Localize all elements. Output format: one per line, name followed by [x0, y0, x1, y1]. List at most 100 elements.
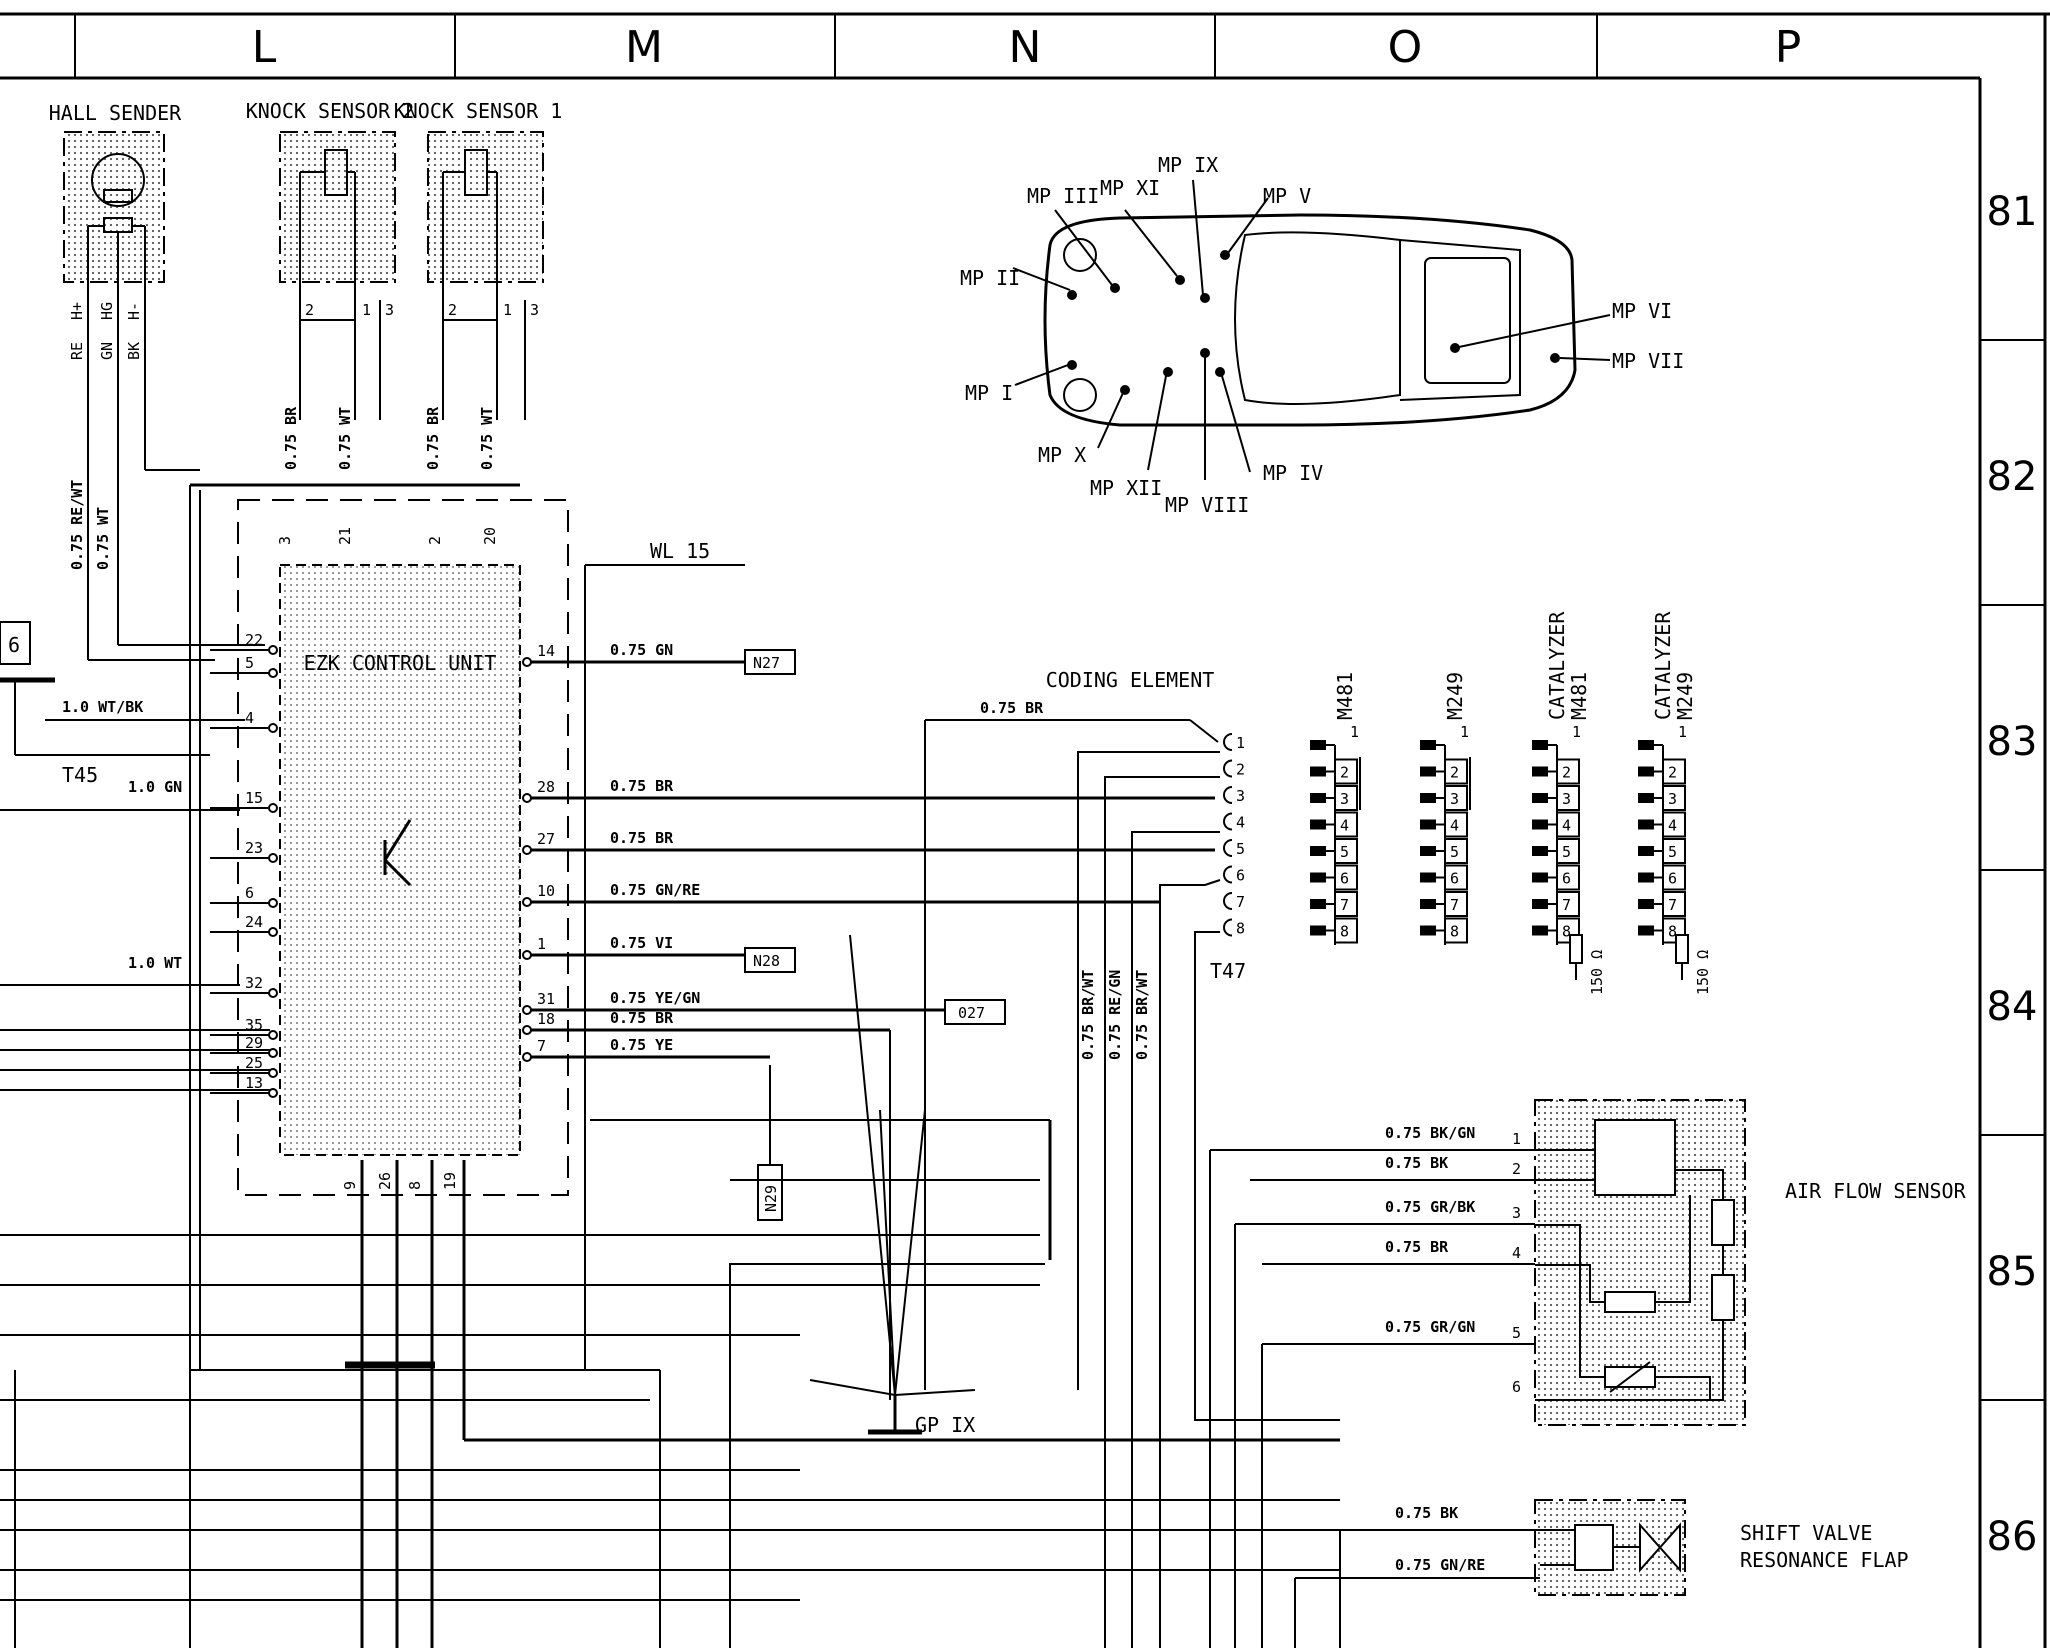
- knock-sensor-2-label: KNOCK SENSOR 2: [246, 99, 415, 123]
- coding-element: CODING ELEMENT 0.75 BR T47 0.75 BR/WT 0.…: [924, 668, 1340, 1648]
- svg-text:1: 1: [1512, 1130, 1521, 1148]
- svg-text:2: 2: [448, 301, 457, 319]
- mp-7-label: MP VII: [1612, 349, 1684, 373]
- svg-text:6: 6: [1450, 870, 1459, 888]
- coding-plug-sublabel: M249: [1673, 672, 1697, 720]
- connector-n27: N27: [744, 649, 796, 675]
- connector-n29: N29: [757, 1065, 783, 1221]
- ecu-right-pin: 31: [537, 990, 555, 1008]
- ecu-right-pin: 14: [537, 642, 555, 660]
- mp-8-label: MP VIII: [1165, 493, 1249, 517]
- svg-text:4: 4: [1450, 817, 1459, 835]
- svg-text:N27: N27: [753, 654, 780, 672]
- svg-text:4: 4: [1668, 817, 1677, 835]
- ecu-right-wire-label: 0.75 VI: [610, 934, 673, 952]
- svg-text:N29: N29: [762, 1185, 780, 1212]
- car-measuring-points: MP II MP I MP III MP XI MP IX MP V MP IV…: [960, 153, 1684, 517]
- column-label-l: L: [252, 22, 277, 73]
- svg-text:3: 3: [1668, 790, 1677, 808]
- svg-text:1: 1: [362, 301, 371, 319]
- ecu-left-pin: 5: [245, 654, 254, 672]
- hall-sender: HALL SENDER H+ HG H- RE GN BK 0.75 RE/WT…: [49, 101, 265, 661]
- air-flow-sensor-label: AIR FLOW SENSOR: [1785, 1179, 1967, 1203]
- ecu-top-pins: 3 21 2 20: [276, 527, 499, 545]
- ecu-right-pin: 1: [537, 935, 546, 953]
- svg-text:3: 3: [1562, 790, 1571, 808]
- ecu-right-wire-label: 0.75 YE/GN: [610, 989, 700, 1007]
- ecu-left-pin: 6: [245, 884, 254, 902]
- ezk-control-unit: EZK CONTROL UNIT: [189, 483, 569, 1370]
- ecu-left-pin: 32: [245, 974, 263, 992]
- ecu-right-pin: 28: [537, 778, 555, 796]
- svg-text:H-: H-: [125, 302, 143, 320]
- svg-text:4: 4: [1236, 814, 1245, 832]
- hall-sender-label: HALL SENDER: [49, 101, 182, 125]
- wl15-line: WL 15: [584, 539, 1052, 1370]
- mp-1-label: MP I: [965, 381, 1013, 405]
- svg-text:6: 6: [1668, 870, 1677, 888]
- air-flow-wire-label: 0.75 BK: [1385, 1154, 1448, 1172]
- svg-text:3: 3: [1512, 1204, 1521, 1222]
- mp-9-label: MP IX: [1158, 153, 1218, 177]
- svg-text:19: 19: [441, 1172, 459, 1190]
- svg-text:2: 2: [305, 301, 314, 319]
- connector-t45: T45: [62, 763, 98, 787]
- svg-text:1: 1: [1350, 723, 1359, 741]
- wire-1-0-wt: 1.0 WT: [128, 954, 182, 972]
- knock-sensor-2: KNOCK SENSOR 2 2 1 3 0.75 BR 0.75 WT: [246, 99, 415, 470]
- svg-text:21: 21: [336, 527, 354, 545]
- air-flow-wire-label: 0.75 GR/BK: [1385, 1198, 1475, 1216]
- svg-text:0.75 BR/WT: 0.75 BR/WT: [1079, 970, 1097, 1060]
- svg-text:5: 5: [1450, 843, 1459, 861]
- shift-wire-bk: 0.75 BK: [1395, 1504, 1458, 1522]
- coding-plug-label: M481: [1333, 672, 1357, 720]
- svg-text:3: 3: [1236, 787, 1245, 805]
- row-label-81: 81: [1987, 189, 2038, 235]
- wire-1-0-gn: 1.0 GN: [128, 778, 182, 796]
- svg-text:3: 3: [530, 301, 539, 319]
- svg-text:2: 2: [1450, 764, 1459, 782]
- svg-text:2: 2: [1562, 764, 1571, 782]
- svg-text:8: 8: [406, 1181, 424, 1190]
- ground-point-gp-ix: GP IX: [809, 934, 975, 1437]
- svg-text:HG: HG: [98, 302, 116, 320]
- ecu-left-pin: 24: [245, 913, 263, 931]
- ecu-right-wire-label: 0.75 BR: [610, 777, 674, 795]
- ecu-right-pin: 18: [537, 1010, 555, 1028]
- svg-text:1: 1: [1678, 723, 1687, 741]
- shift-valve-resonance-flap: SHIFT VALVE RESONANCE FLAP 0.75 BK 0.75 …: [1294, 1499, 1909, 1648]
- ecu-left-pin: 25: [245, 1054, 263, 1072]
- hall-wire-wt: 0.75 WT: [94, 507, 112, 570]
- svg-text:26: 26: [376, 1172, 394, 1190]
- svg-text:3: 3: [385, 301, 394, 319]
- svg-text:1: 1: [1236, 734, 1245, 752]
- mp-6-label: MP VI: [1612, 299, 1672, 323]
- wire-1-0-wt-bk: 1.0 WT/BK: [62, 698, 143, 716]
- row-labels: 81 82 83 84 85 86: [1987, 189, 2038, 1560]
- ecu-left-pin: 13: [245, 1074, 263, 1092]
- svg-text:1: 1: [1572, 723, 1581, 741]
- svg-text:RE: RE: [68, 342, 86, 360]
- mp-2-label: MP II: [960, 266, 1020, 290]
- svg-text:7: 7: [1236, 893, 1245, 911]
- svg-text:5: 5: [1512, 1324, 1521, 1342]
- svg-text:7: 7: [1450, 896, 1459, 914]
- coding-plugs: M48112345678M24912345678CATALYZERM481123…: [1310, 611, 1712, 995]
- ecu-right-wire-label: 0.75 BR: [610, 829, 674, 847]
- connector-o27: 027: [944, 999, 1006, 1025]
- coding-plug-label: CATALYZER: [1651, 611, 1675, 720]
- resonance-flap-label: RESONANCE FLAP: [1740, 1548, 1909, 1572]
- shift-valve-label: SHIFT VALVE: [1740, 1521, 1872, 1545]
- ecu-bottom-pins: 9 26 8 19: [341, 1160, 1340, 1648]
- coding-plug-label: CATALYZER: [1545, 611, 1569, 720]
- svg-text:7: 7: [1340, 896, 1349, 914]
- svg-text:1: 1: [1460, 723, 1469, 741]
- svg-text:5: 5: [1562, 843, 1571, 861]
- ezk-control-unit-label: EZK CONTROL UNIT: [304, 651, 497, 675]
- svg-text:2: 2: [1668, 764, 1677, 782]
- svg-text:GN: GN: [98, 342, 116, 360]
